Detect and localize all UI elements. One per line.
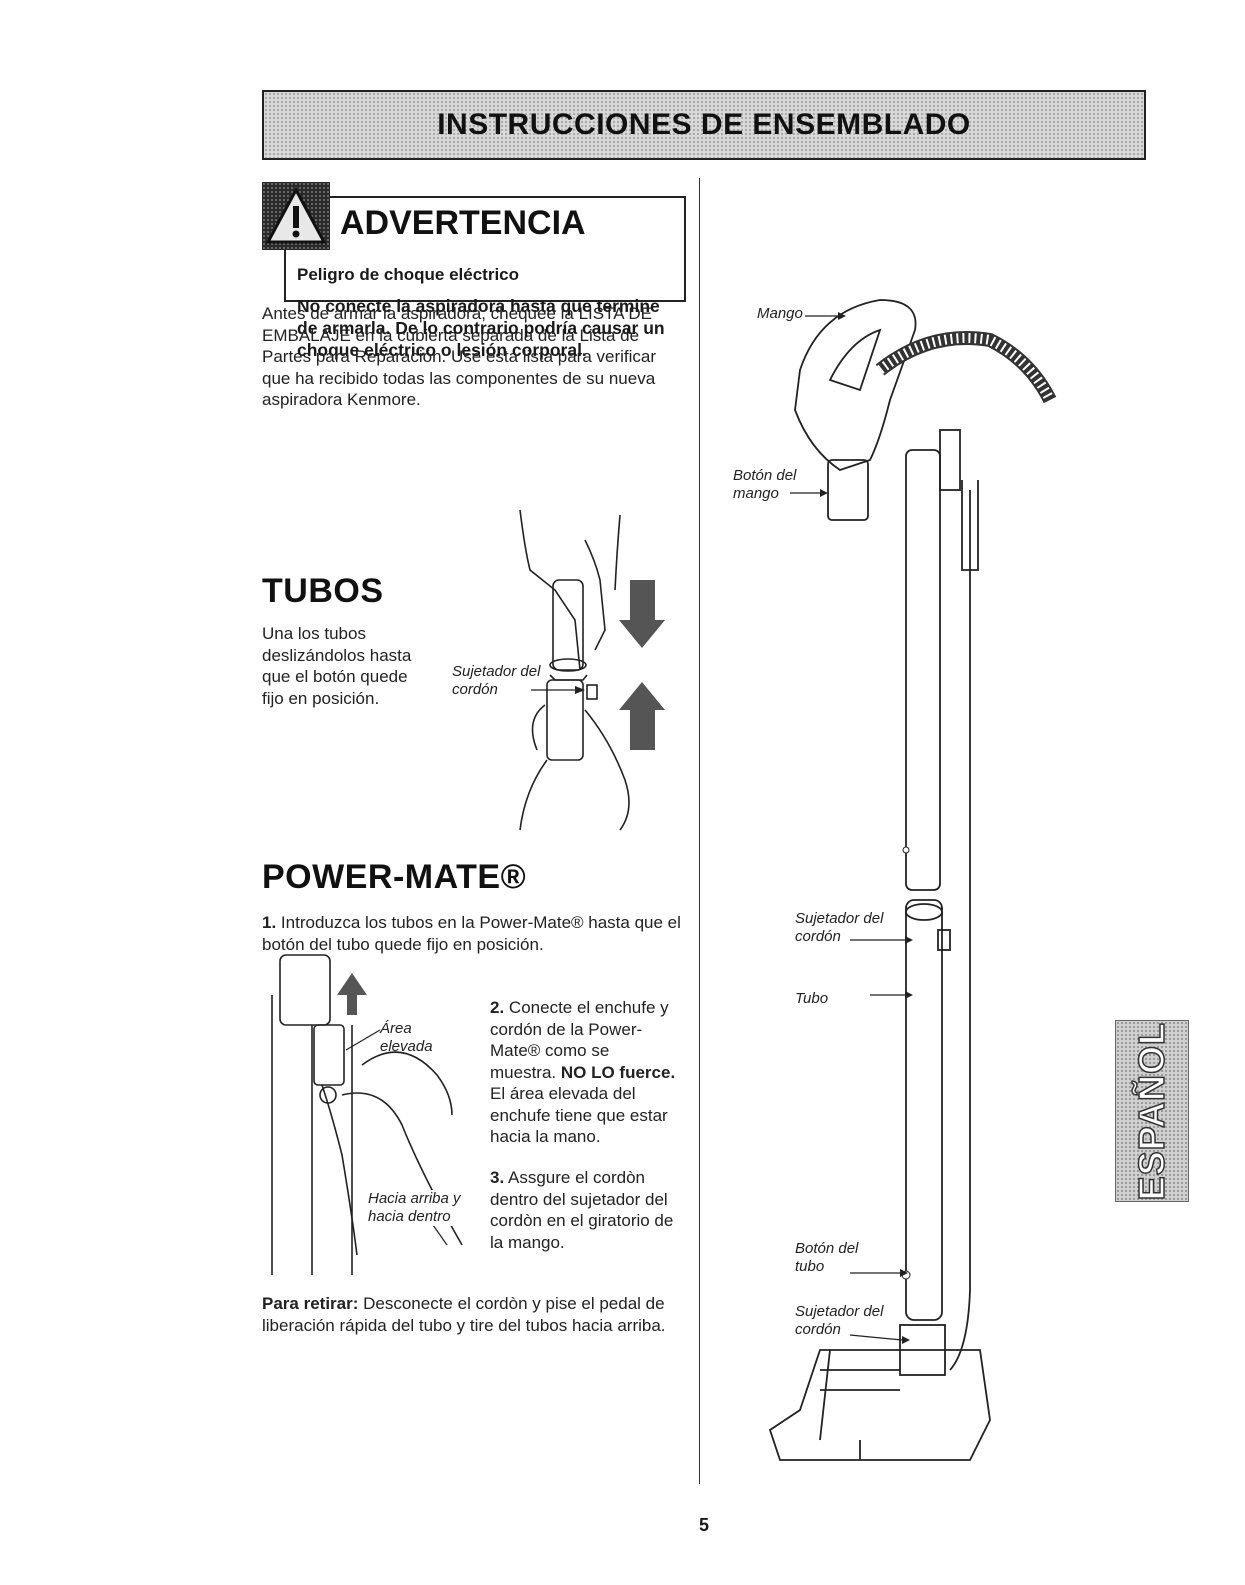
label-boton-mango: Botón del mango	[733, 467, 797, 502]
step-3-text: Assgure el cordòn dentro del sujetador d…	[490, 1168, 674, 1252]
label-tubo: Tubo	[795, 990, 829, 1007]
page-number: 5	[699, 1515, 710, 1535]
step-3-number: 3.	[490, 1168, 505, 1187]
label-sujetador-cordon: Sujetador del cordón	[452, 663, 541, 698]
page-title: INSTRUCCIONES DE ENSEMBLADO	[437, 108, 971, 141]
vacuum-assembly-diagram	[768, 299, 1057, 1461]
column-divider	[699, 178, 700, 1484]
language-tab-label: ESPAÑOL	[1130, 1021, 1173, 1201]
warning-box-left-border	[284, 250, 286, 302]
powermate-heading: POWER-MATE®	[262, 858, 527, 896]
step-1-text: Introduzca los tubos en la Power-Mate® h…	[262, 913, 681, 954]
step-2-number: 2.	[490, 998, 505, 1017]
warning-icon	[262, 182, 330, 250]
step-1-number: 1.	[262, 913, 277, 932]
label-mango: Mango	[757, 305, 803, 322]
intro-paragraph: Antes de armar la aspiradora, chequee la…	[262, 304, 657, 409]
retirar-text: Desconecte el cordòn y pise el pedal de …	[262, 1294, 666, 1335]
label-sujetador-cordon-upper: Sujetador del cordón	[795, 910, 884, 945]
step-2-warning: NO LO fuerce.	[560, 1062, 676, 1082]
label-area-elevada: Área elevada	[380, 1020, 433, 1055]
powermate-step-2: 2. Conecte el enchufe y cordón de la Pow…	[490, 997, 680, 1148]
warning-subtitle: Peligro de choque eléctrico	[297, 265, 520, 284]
section-banner: INSTRUCCIONES DE ENSEMBLADO	[262, 90, 1146, 160]
warning-box-right-border	[684, 196, 686, 300]
label-boton-tubo: Botón del tubo	[795, 1240, 859, 1275]
powermate-step-1: 1. Introduzca los tubos en la Power-Mate…	[262, 912, 682, 955]
label-sujetador-cordon-lower: Sujetador del cordón	[795, 1303, 884, 1338]
retirar-label: Para retirar:	[262, 1294, 359, 1313]
step-2-text-a: Conecte el enchufe y cordón de la Power-…	[490, 998, 669, 1082]
warning-box-top-border	[330, 196, 686, 198]
language-tab: ESPAÑOL	[1115, 1020, 1189, 1202]
warning-title: ADVERTENCIA	[340, 204, 586, 242]
tubos-heading: TUBOS	[262, 572, 384, 610]
powermate-step-3: 3. Assgure el cordòn dentro del sujetado…	[490, 1167, 680, 1253]
plug-connection-illustration	[271, 954, 463, 1275]
warning-box-bottom-border	[284, 300, 686, 302]
warning-text: No conecte la aspiradora hasta que termi…	[297, 296, 665, 360]
retirar-paragraph: Para retirar: Desconecte el cordòn y pis…	[262, 1293, 682, 1336]
tubos-paragraph: Una los tubos deslizándolos hasta que el…	[262, 624, 412, 708]
label-hacia-arriba: Hacia arriba y hacia dentro	[368, 1190, 468, 1226]
step-2-text-b: El área elevada del enchufe tiene que es…	[490, 1084, 668, 1146]
tubes-joining-illustration	[519, 509, 665, 831]
